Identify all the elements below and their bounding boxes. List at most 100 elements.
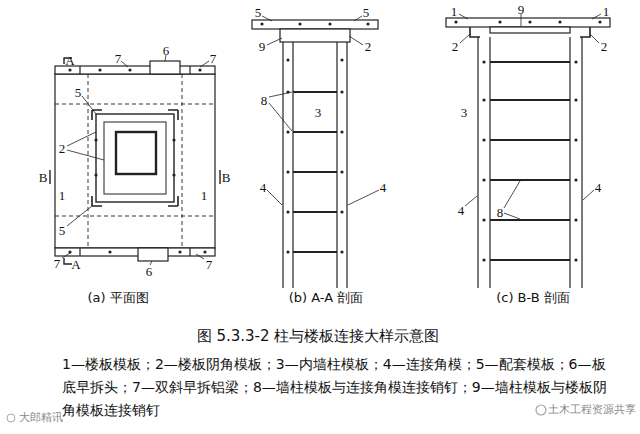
drawing-line	[286, 130, 289, 133]
drawing-line	[50, 170, 220, 184]
drawing-line	[286, 250, 289, 253]
drawing-line	[55, 104, 215, 105]
callout-number: 2	[601, 40, 608, 53]
callout-number: 7	[54, 257, 61, 270]
callout-number: 5	[59, 224, 66, 237]
watermark: 大郎精讯	[19, 412, 63, 423]
view-title: (b) A-A 剖面	[289, 291, 364, 304]
drawing-line	[62, 55, 209, 265]
callout-number: 2	[452, 40, 459, 53]
drawing-line	[349, 36, 363, 45]
drawing-line	[260, 22, 369, 253]
drawing-line	[172, 138, 175, 141]
drawing-line	[98, 68, 101, 71]
callout-number: B	[222, 171, 231, 184]
drawing-line	[260, 22, 263, 25]
drawing-line	[262, 16, 272, 21]
drawing-line	[574, 60, 577, 63]
callout-number: 7	[115, 52, 122, 65]
drawing-line	[340, 58, 343, 61]
drawing-line	[269, 103, 292, 131]
drawing-line	[116, 132, 156, 174]
drawing-line	[490, 179, 570, 181]
drawing-line	[470, 27, 590, 37]
legend-item: 8—墙柱模板与连接角模连接销钉；	[253, 379, 472, 395]
drawing-line	[459, 14, 468, 19]
drawing-line	[198, 68, 201, 71]
drawing-line	[203, 250, 206, 253]
drawing-line	[590, 34, 599, 43]
drawing-line	[79, 66, 80, 74]
drawing-line	[269, 92, 292, 97]
drawing-line	[262, 16, 379, 205]
drawing-line	[7, 414, 15, 422]
drawing-line	[482, 138, 485, 141]
drawing-line	[88, 74, 89, 248]
view-title: (a) 平面图	[87, 291, 148, 304]
drawing-line	[477, 37, 478, 288]
drawing-line	[574, 178, 577, 181]
drawing-line	[196, 254, 204, 259]
drawing-line	[490, 61, 570, 63]
drawing-line	[280, 29, 350, 42]
drawing-line	[348, 190, 379, 205]
drawing-line	[68, 68, 206, 253]
drawing-line	[286, 210, 289, 213]
drawing-line	[178, 250, 181, 253]
drawing-line	[465, 196, 477, 206]
legend-item: 5—配套模板；	[476, 356, 569, 372]
callout-number: 5	[255, 6, 262, 19]
drawing-line	[293, 92, 337, 252]
drawing-line	[482, 60, 485, 63]
drawing-line	[446, 18, 610, 27]
drawing-line	[504, 181, 520, 208]
drawing-line	[482, 218, 485, 221]
callout-number: 1	[59, 189, 66, 202]
drawing-line	[489, 37, 490, 288]
drawing-line	[293, 91, 337, 93]
plan-view	[50, 55, 220, 265]
drawing-line	[282, 42, 283, 288]
drawing-line	[366, 22, 369, 25]
drawing-line	[460, 34, 470, 43]
drawing-line	[504, 213, 520, 219]
drawing-line	[340, 170, 343, 173]
drawing-line	[128, 68, 131, 71]
drawing-line	[182, 74, 183, 248]
drawing-line	[346, 42, 347, 288]
drawing-line	[482, 98, 485, 101]
callout-number: 4	[595, 181, 602, 194]
drawing-line	[574, 98, 577, 101]
drawing-line	[490, 139, 570, 141]
drawing-line	[558, 20, 561, 23]
callout-number: 8	[497, 206, 504, 219]
legend-item: 4—连接角模；	[383, 356, 476, 372]
drawing-line	[528, 20, 531, 23]
drawing-line	[490, 27, 570, 33]
drawing-line	[482, 258, 485, 261]
drawing-line	[189, 248, 190, 256]
drawing-line	[286, 58, 289, 61]
callout-number: 8	[261, 94, 268, 107]
callout-number: 7	[210, 52, 217, 65]
drawing-line	[94, 173, 97, 176]
view-title: (c) B-B 剖面	[496, 291, 570, 304]
drawing-line	[583, 190, 594, 200]
callout-number: 4	[260, 181, 267, 194]
callout-number: 4	[458, 204, 465, 217]
callout-number: 1	[451, 5, 458, 18]
callout-number: 7	[206, 258, 213, 271]
drawing-line	[536, 405, 546, 415]
drawing-line	[286, 170, 289, 173]
drawing-line	[267, 38, 282, 45]
drawing-line	[67, 150, 104, 160]
drawing-line	[340, 90, 343, 93]
callout-number: 5	[75, 86, 82, 99]
drawing-line	[454, 20, 601, 261]
callout-number: 2	[59, 142, 66, 155]
drawing-line	[94, 138, 97, 141]
drawing-line	[574, 258, 577, 261]
drawing-line	[574, 138, 577, 141]
callout-number: 6	[163, 44, 170, 57]
drawing-line	[138, 248, 168, 261]
